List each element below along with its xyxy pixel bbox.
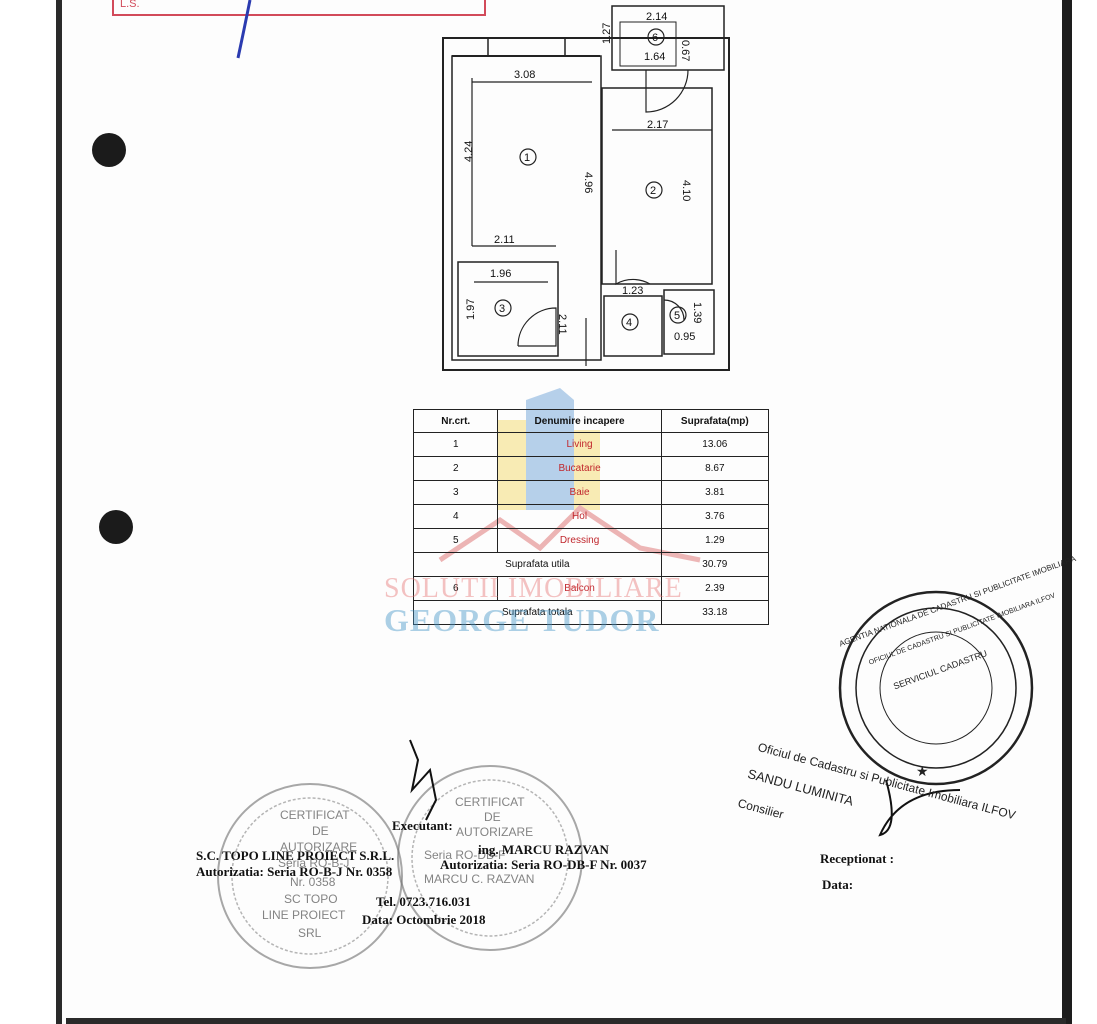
area-table: Nr.crt. Denumire incapere Suprafata(mp) …: [412, 409, 770, 625]
punch-hole-icon: [92, 133, 126, 167]
plan-dimension: 4.96: [582, 172, 594, 193]
room-6-outline: [611, 5, 725, 71]
stamp-left-ring: [217, 783, 403, 969]
stamp-middle-line: DE: [484, 810, 501, 824]
row-nr: 1: [412, 432, 499, 457]
header-nr: Nr.crt.: [412, 409, 499, 433]
room-4-outline: [603, 295, 663, 357]
table-header-row: Nr.crt. Denumire incapere Suprafata(mp): [412, 409, 770, 433]
signature: [409, 739, 438, 821]
room-5-outline: [663, 289, 715, 355]
stamp-left-line: SRL: [298, 926, 322, 940]
watermark-line-1: SOLUTII IMOBILIARE: [384, 573, 683, 604]
plan-dimension: 2.11: [494, 234, 515, 246]
plan-dimension: 1.97: [465, 299, 477, 320]
executant-phone: Tel. 0723.716.031: [376, 894, 471, 909]
executant-date: Data: Octombrie 2018: [362, 912, 486, 927]
subtotal-area: 30.79: [660, 552, 770, 577]
row-nr: 5: [412, 528, 499, 553]
svg-text:★: ★: [916, 764, 929, 780]
top-stamp: L.S.: [112, 0, 486, 16]
punch-hole-icon: [99, 510, 133, 544]
plan-outer-wall: [442, 37, 730, 371]
stamp-left-line: Seria RO-B-J: [278, 856, 350, 870]
stamp-left-line: Nr. 0358: [290, 875, 336, 889]
row-area: 3.76: [660, 504, 770, 529]
header-area: Suprafata(mp): [660, 409, 770, 433]
row-area: 1.29: [660, 528, 770, 553]
plan-dimension: 1.23: [622, 285, 643, 297]
plan-dimension: 4.10: [680, 180, 692, 201]
sheet-edge: [56, 0, 62, 1024]
room-number: 5: [674, 310, 680, 322]
stamp-middle-line: CERTIFICAT: [455, 795, 525, 809]
plan-dimension: 3.08: [514, 69, 535, 81]
plan-dimension: 2.17: [647, 119, 668, 131]
plan-dimension: 1.96: [490, 268, 511, 280]
anc-stamp-ring: [838, 590, 1034, 786]
row-name: Hol: [497, 504, 662, 529]
plan-dimension: 1.27: [601, 23, 613, 44]
row-nr: 6: [412, 576, 499, 601]
receptionat-date: Data:: [822, 877, 854, 892]
stamp-middle-line: Seria RO-DB-F: [424, 848, 506, 862]
total-area: 33.18: [660, 600, 770, 625]
table-row: 2 Bucatarie 8.67: [412, 456, 770, 481]
executant-engineer: ing. MARCU RAZVAN: [478, 842, 609, 857]
plan-dimension: 2.11: [556, 314, 568, 335]
total-row: Suprafata totala 33.18: [413, 600, 770, 625]
plan-dimension: 2.14: [646, 11, 667, 23]
plan-dimension: 1.39: [691, 302, 703, 323]
plan-dimension: 4.24: [463, 141, 475, 162]
receptionat-label: Receptionat :: [820, 851, 895, 866]
row-name: Balcon: [497, 576, 662, 601]
stamp-middle-line: AUTORIZARE: [456, 825, 534, 839]
stamp-left-line: DE: [312, 824, 329, 838]
stamp-middle-ring: [397, 765, 583, 951]
plan-dimension: 0.95: [674, 331, 695, 343]
stamp-left-line: SC TOPO: [284, 892, 338, 906]
room-2-outline: [601, 87, 713, 285]
stamp-left-line: LINE PROIECT: [262, 908, 346, 922]
room-number: 2: [650, 185, 656, 197]
plan-dimension: 1.64: [644, 51, 665, 63]
pen-stroke: [236, 0, 252, 59]
watermark-line-2: GEORGE TUDOR: [384, 602, 660, 638]
stamp-left-line: AUTORIZARE: [280, 840, 358, 854]
room-number: 4: [626, 317, 632, 329]
table-row: 1 Living 13.06: [412, 432, 770, 457]
total-label: Suprafata totala: [413, 600, 662, 625]
table-row: 5 Dressing 1.29: [412, 528, 770, 553]
plan-walls: [442, 5, 730, 371]
executant-engineer-auth: Autorizatia: Seria RO-DB-F Nr. 0037: [440, 857, 647, 872]
executant-label: Executant:: [392, 818, 453, 833]
header-name: Denumire incapere: [497, 409, 662, 433]
row-nr: 2: [412, 456, 499, 481]
room-number: 1: [524, 152, 530, 164]
sheet-edge: [1062, 0, 1072, 1024]
executant-company-auth: Autorizatia: Seria RO-B-J Nr. 0358: [196, 864, 393, 879]
stamp-left-line: CERTIFICAT: [280, 808, 350, 822]
stamp-middle-line: MARCU C. RAZVAN: [424, 872, 535, 886]
room-3-outline: [457, 261, 559, 357]
sheet-edge: [66, 1018, 1066, 1024]
signature: [878, 779, 961, 837]
room-number: 3: [499, 303, 505, 315]
executant-company: S.C. TOPO LINE PROIECT S.R.L.: [196, 848, 395, 863]
row-name: Dressing: [497, 528, 662, 553]
row-area: 8.67: [660, 456, 770, 481]
row-area: 3.81: [660, 480, 770, 505]
room-number: 6: [652, 32, 658, 44]
plan-dimension: 0.67: [679, 40, 691, 61]
